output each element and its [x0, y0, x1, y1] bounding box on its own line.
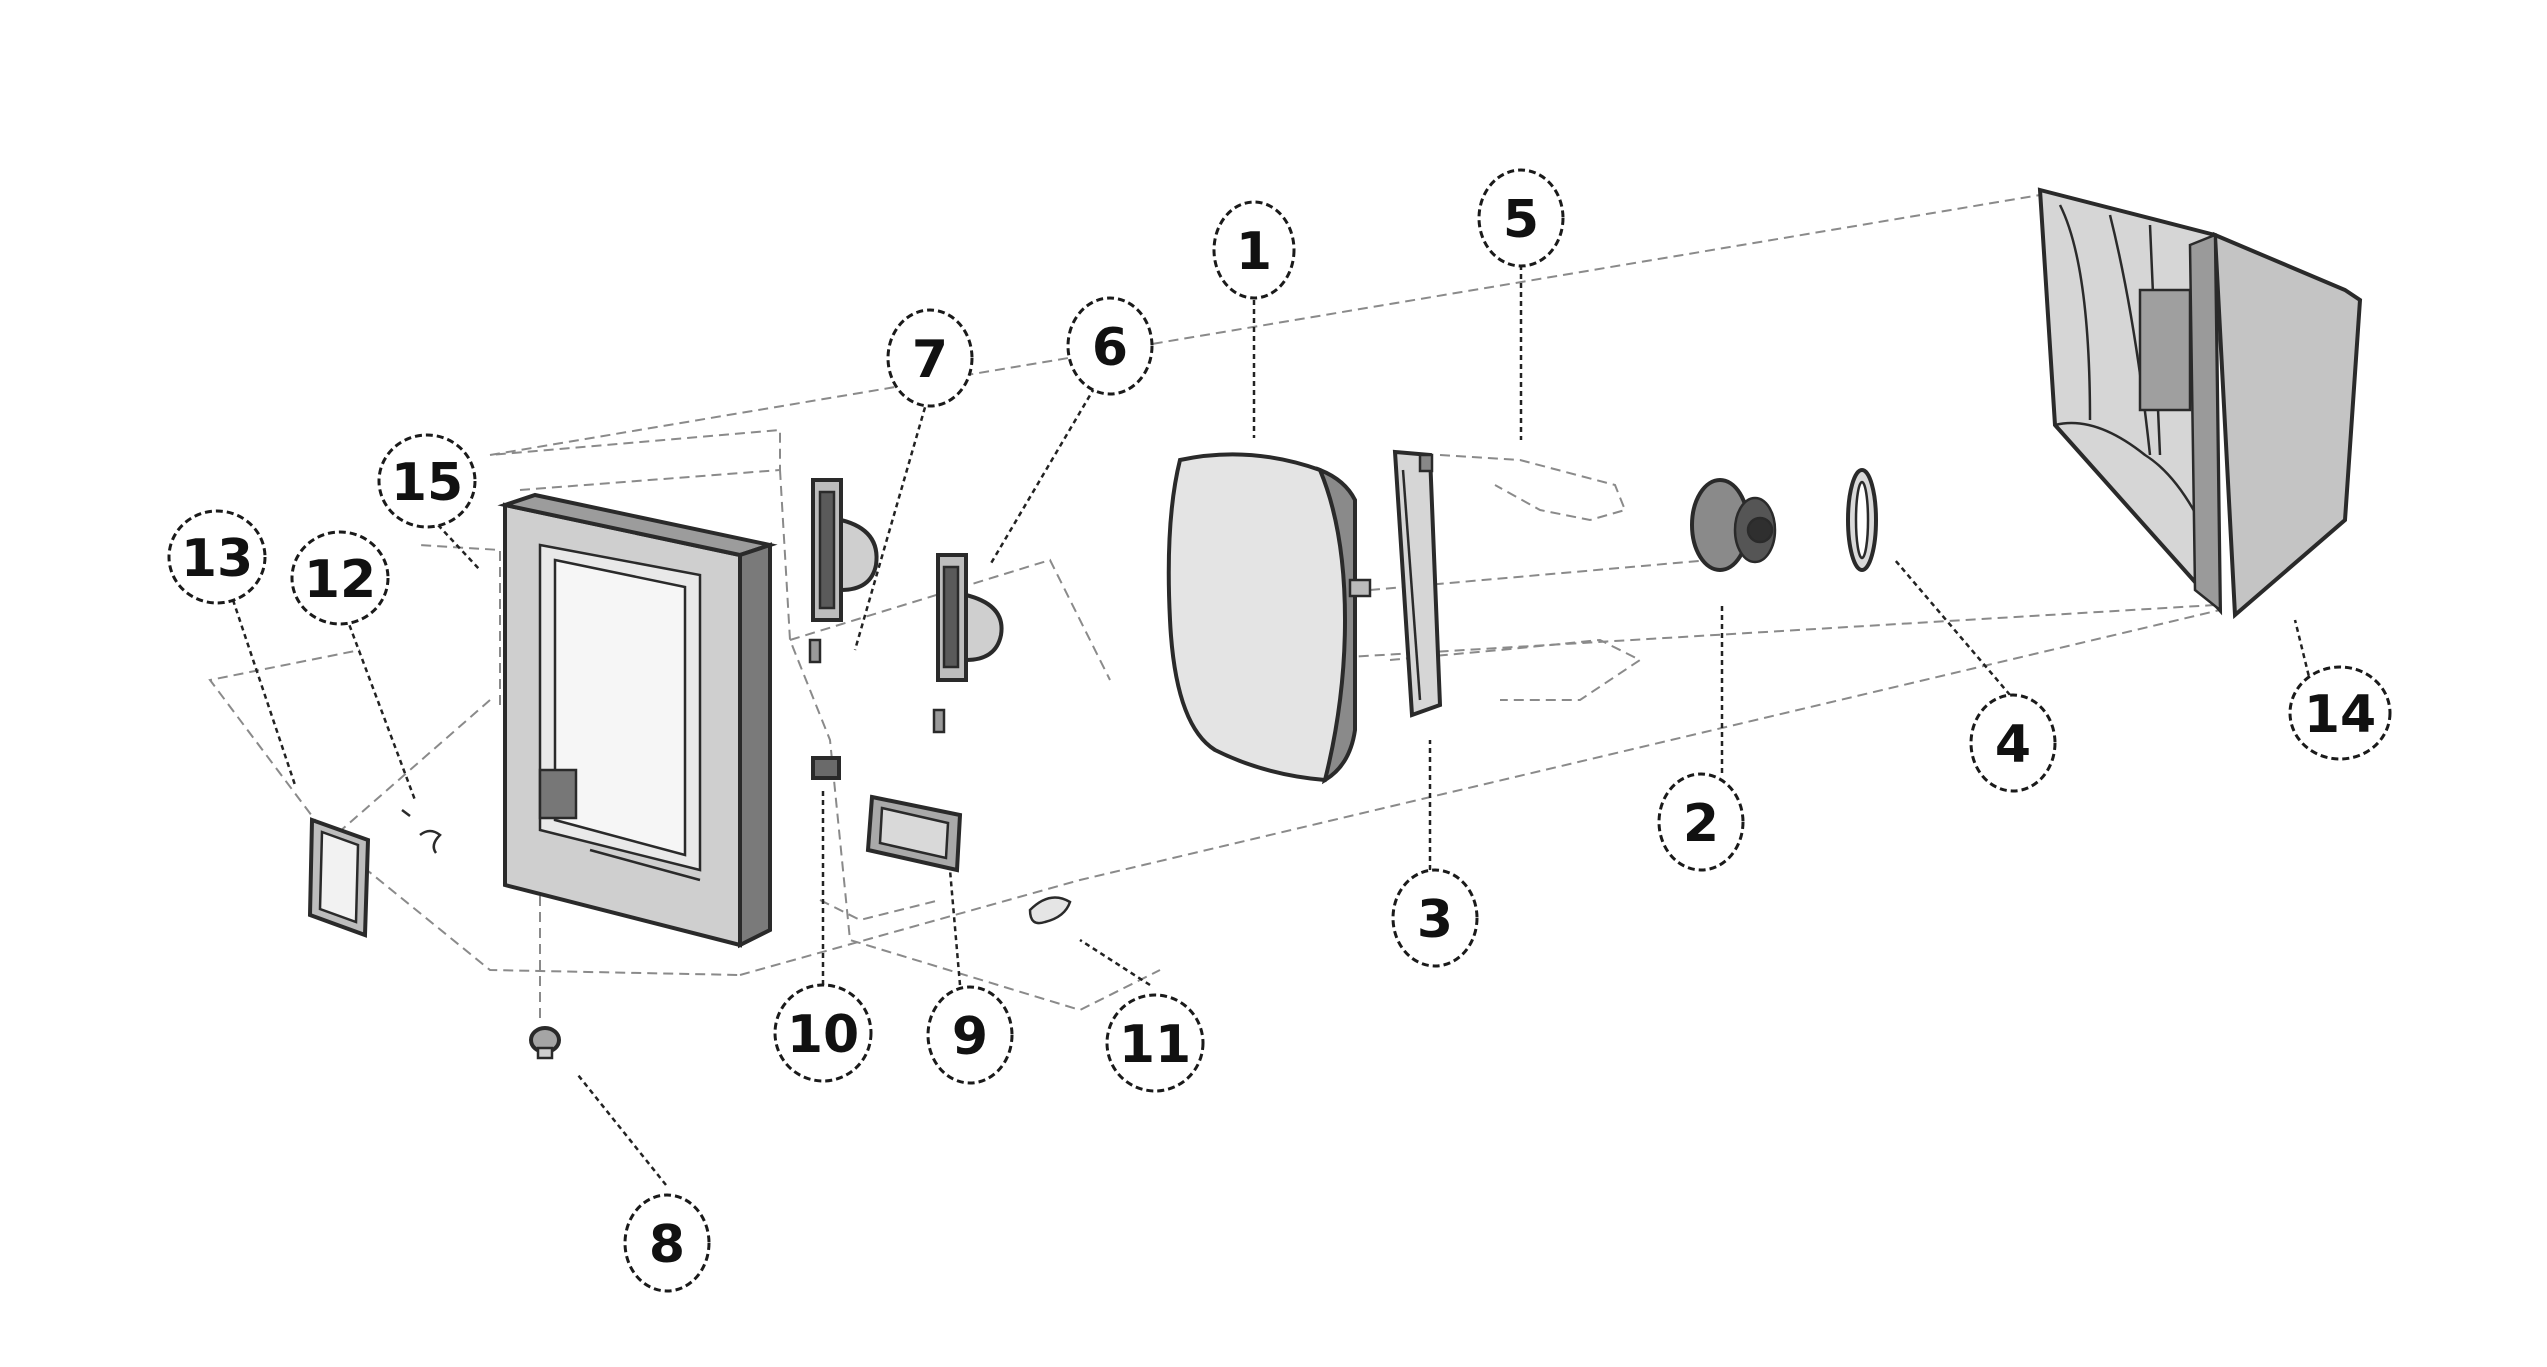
callout-1: 1 [1212, 200, 1296, 300]
part-yoke [1690, 478, 1777, 572]
callout-1-label: 1 [1236, 222, 1272, 282]
callout-5-label: 5 [1503, 190, 1539, 250]
callout-11-label: 11 [1119, 1015, 1191, 1075]
callout-9: 9 [926, 985, 1014, 1085]
callout-6: 6 [1066, 296, 1154, 396]
part-speaker-right [932, 553, 1004, 734]
part-label-plate [307, 817, 371, 938]
part-connector [811, 756, 841, 780]
callout-3-label: 3 [1417, 890, 1453, 950]
callout-10: 10 [773, 983, 873, 1083]
part-front-cabinet [497, 492, 778, 949]
callout-15-label: 15 [391, 453, 463, 513]
leader-lines [231, 265, 2315, 1186]
callout-10-label: 10 [787, 1005, 859, 1065]
part-clip [401, 809, 442, 854]
part-ring-magnet [1846, 468, 1878, 572]
callout-4-label: 4 [1995, 715, 2031, 775]
callout-13-label: 13 [181, 529, 253, 589]
part-control-board [865, 794, 963, 873]
callout-4: 4 [1969, 693, 2057, 793]
part-rear-cabinet [2037, 187, 2363, 620]
callout-6-label: 6 [1092, 318, 1128, 378]
callout-8: 8 [623, 1193, 711, 1293]
callout-2: 2 [1657, 772, 1745, 872]
part-picture-tube [1166, 452, 1372, 785]
part-frame [1392, 449, 1443, 718]
callout-14-label: 14 [2304, 685, 2376, 745]
part-bracket [1028, 896, 1072, 925]
callout-15: 15 [377, 433, 477, 529]
callout-2-label: 2 [1683, 794, 1719, 854]
callout-12: 12 [290, 530, 390, 626]
callout-14: 14 [2288, 665, 2392, 761]
callout-3: 3 [1391, 868, 1479, 968]
callout-7: 7 [886, 308, 974, 408]
part-speaker-left [808, 478, 879, 664]
callout-9-label: 9 [952, 1007, 988, 1067]
callout-8-label: 8 [649, 1215, 685, 1275]
part-knob [529, 1026, 561, 1060]
callout-13: 13 [167, 509, 267, 605]
callout-7-label: 7 [912, 330, 948, 390]
callout-12-label: 12 [304, 550, 376, 610]
callout-5: 5 [1477, 168, 1565, 268]
callout-11: 11 [1105, 993, 1205, 1093]
